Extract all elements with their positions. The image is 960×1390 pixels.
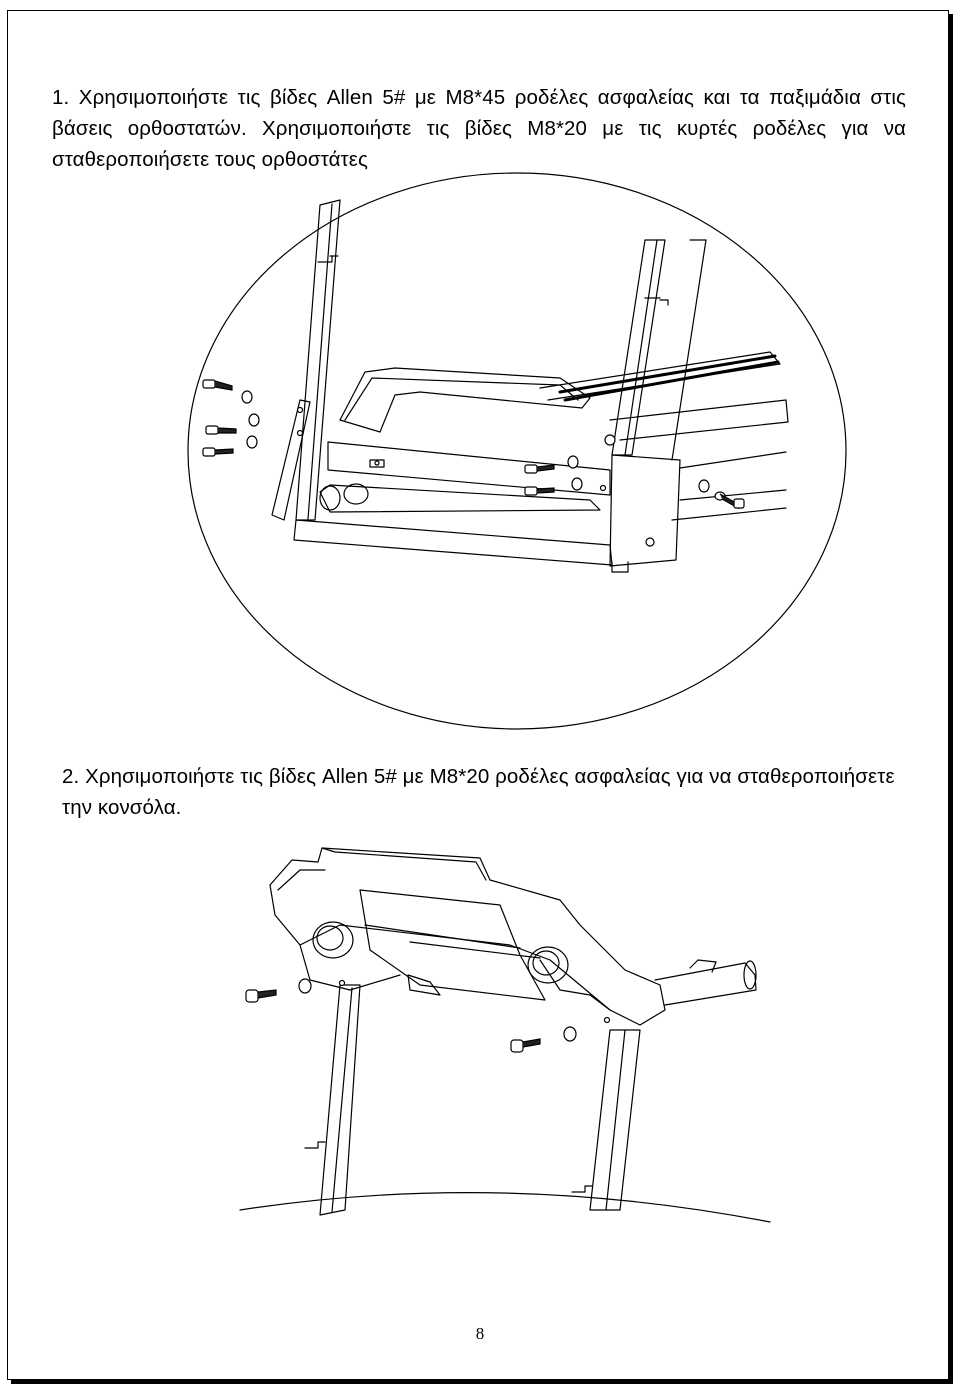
bolt-icon	[698, 479, 745, 510]
right-upright	[611, 239, 666, 456]
handlebar	[654, 962, 757, 1006]
bolt-icon	[524, 434, 616, 474]
console-speaker-left	[312, 921, 354, 959]
right-base-plate	[609, 454, 681, 567]
bolt-icon	[202, 435, 258, 457]
left-upright	[319, 984, 361, 1216]
page-border	[7, 10, 949, 1380]
console-frame	[269, 847, 666, 1026]
page-number: 8	[475, 1324, 485, 1343]
bolt-icon	[524, 477, 607, 496]
bolt-icon	[510, 1016, 611, 1053]
foot	[611, 561, 629, 573]
bolt-icon	[205, 413, 304, 437]
bolt-icon	[202, 379, 304, 414]
base-curve	[239, 1192, 771, 1223]
detail-ellipse	[187, 172, 847, 730]
front-crossbar	[327, 441, 611, 496]
right-upright	[589, 1029, 641, 1211]
bolt-icon	[245, 978, 346, 1003]
console-speaker-right	[527, 946, 569, 984]
console-plate	[359, 889, 546, 1001]
motor-hood	[339, 367, 591, 433]
step-1-instruction: 1. Χρησιμοποιήστε τις βίδες Allen 5# με …	[52, 86, 906, 171]
step-2-instruction: 2. Χρησιμοποιήστε τις βίδες Allen 5# με …	[62, 765, 895, 819]
